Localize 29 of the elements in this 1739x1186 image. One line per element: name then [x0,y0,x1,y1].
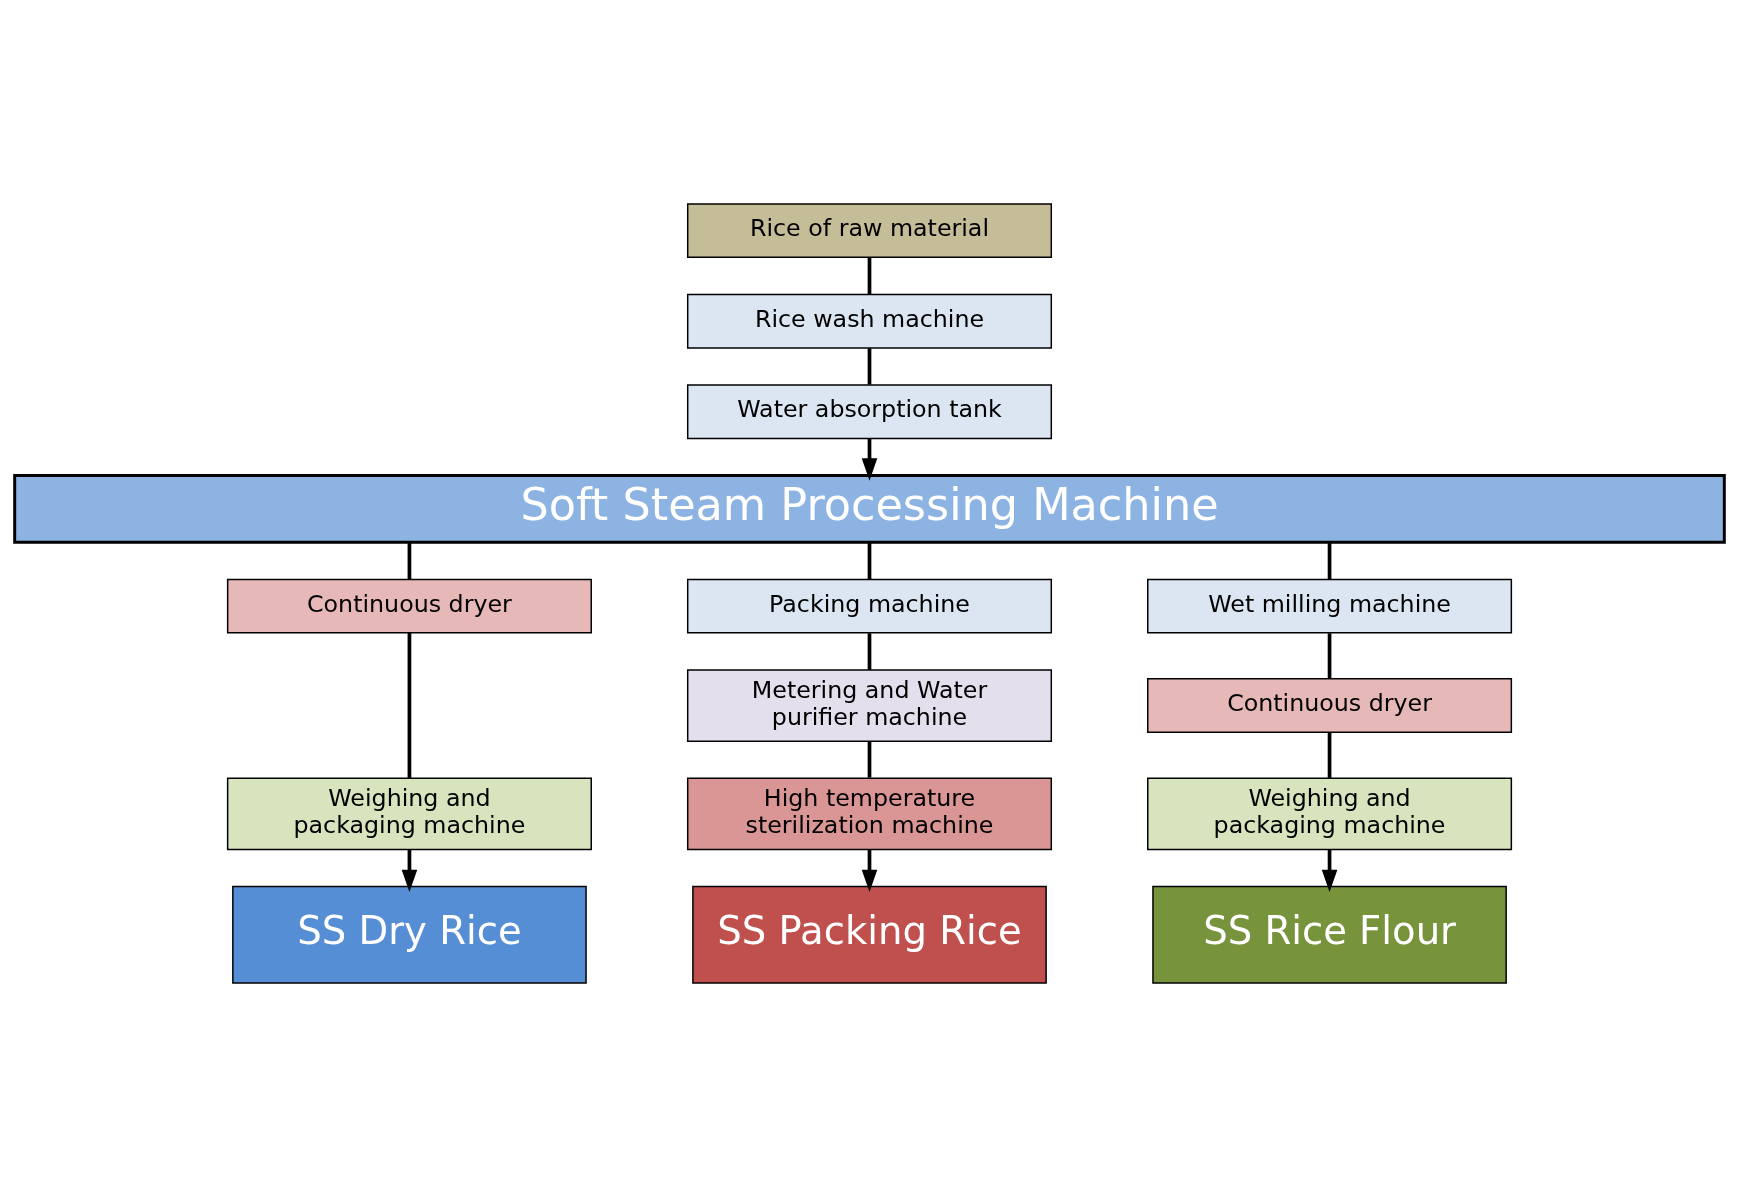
connector [1327,731,1332,778]
arrow [861,849,878,892]
node-box: Water absorption tank [686,383,1053,439]
node-box: SS Rice Flour [1152,885,1507,984]
connector [407,632,412,778]
node-box: Continuous dryer [226,578,592,634]
node-box: Soft Steam Processing Machine [13,473,1726,544]
node-box: Weighing and packaging machine [1147,777,1513,850]
node-box: SS Dry Rice [232,885,587,984]
arrow [1321,849,1338,892]
node-box: Weighing and packaging machine [226,777,592,850]
arrow [861,438,878,481]
node-box: Rice wash machine [686,293,1053,349]
node-box: Rice of raw material [686,202,1053,258]
node-box: SS Packing Rice [692,885,1047,984]
connector [867,741,872,778]
connector [867,347,872,385]
node-box: High temperature sterilization machine [686,777,1053,850]
node-box: Continuous dryer [1147,677,1513,733]
node-box: Metering and Water purifier machine [686,668,1053,742]
arrow [401,849,418,892]
connector [407,541,412,579]
connector [1327,541,1332,579]
connector [867,257,872,294]
connector [867,541,872,579]
connector [867,632,872,670]
connector [1327,632,1332,678]
node-box: Packing machine [686,578,1053,634]
node-box: Wet milling machine [1147,578,1513,634]
